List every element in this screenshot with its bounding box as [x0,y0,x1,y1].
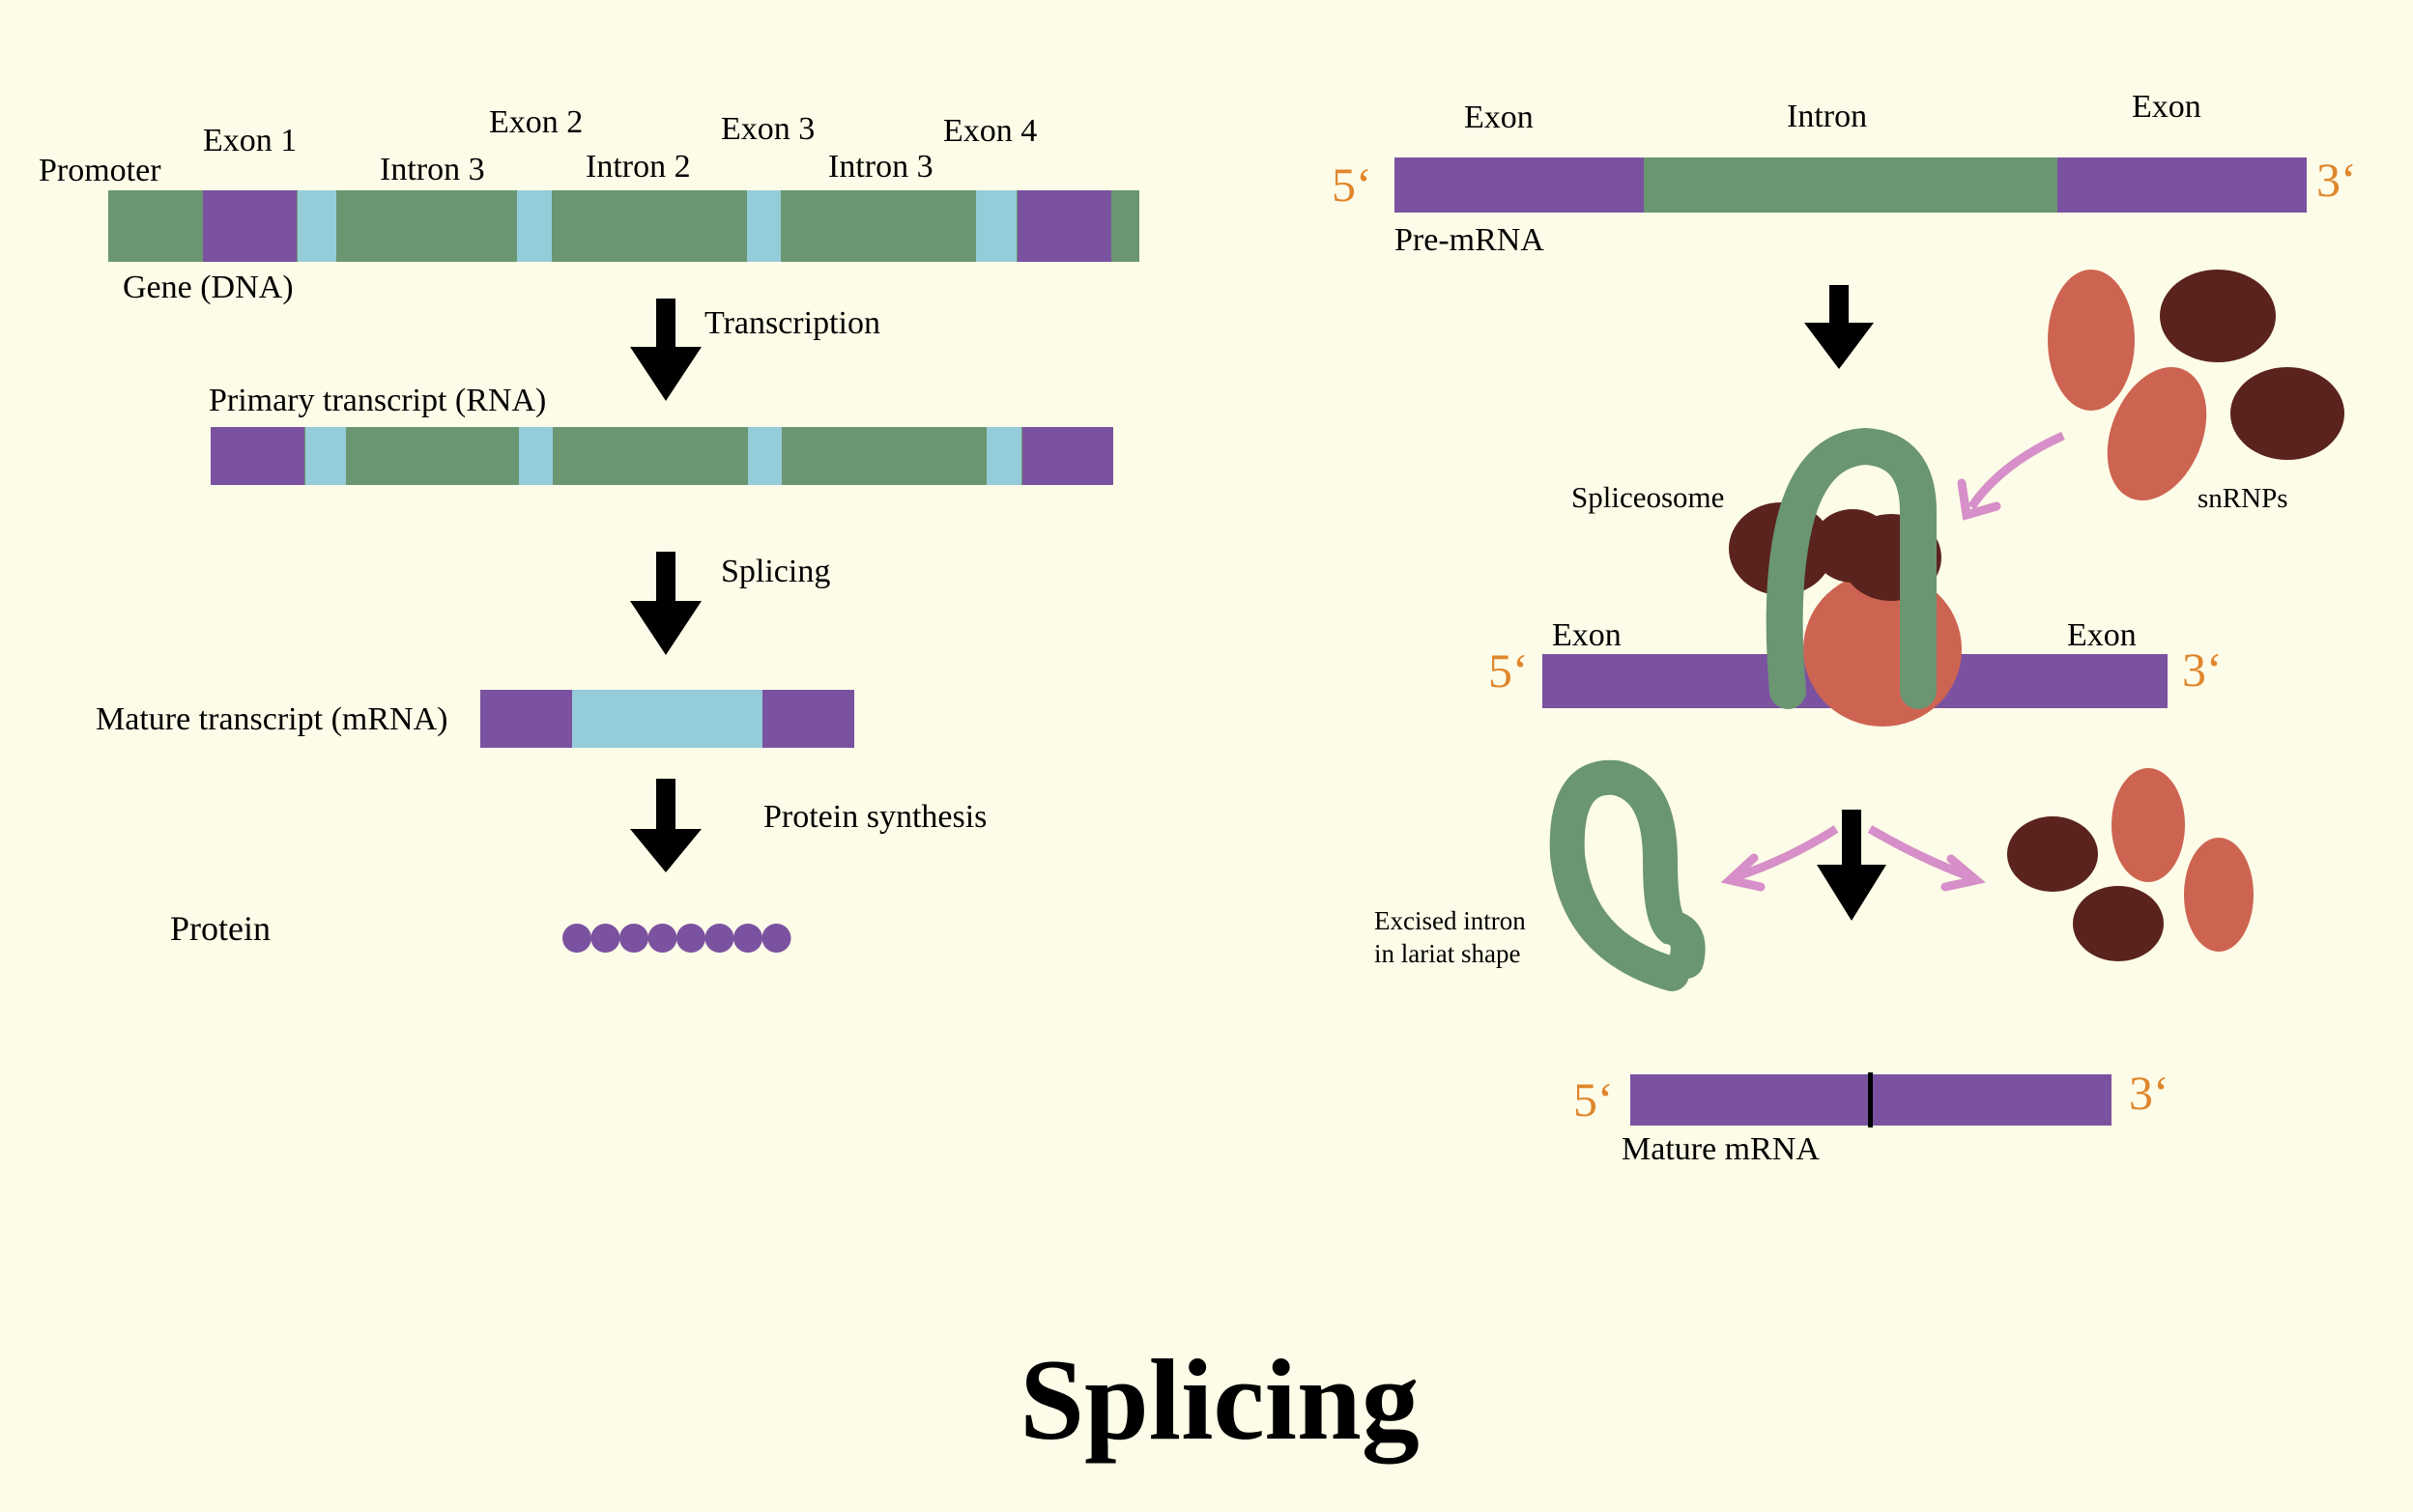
page-title: Splicing [1020,1335,1420,1465]
primary-exon-6 [1022,427,1113,485]
arrow-protein-synthesis [630,779,702,872]
pink-arrow-to-spliceosome [1957,431,2065,521]
label-intron-3-a: Intron 3 [380,152,485,187]
snrnp-1 [2048,270,2135,411]
spliceosome-loop [1766,427,1938,709]
label-pre-mrna: Pre-mRNA [1394,222,1544,258]
mature-exon-3 [762,690,854,748]
released-snrnp-2 [2111,768,2185,882]
label-three-prime-top: 3‘ [2316,153,2357,207]
left-panel: Promoter Exon 1 Intron 3 Exon 2 Intron 2… [39,104,1139,953]
primary-exon-1 [211,427,304,485]
label-exon-4: Exon 4 [943,113,1037,149]
protein-bead [590,924,620,953]
label-five-prime-mid: 5‘ [1488,643,1529,698]
label-promoter: Promoter [39,153,161,188]
snrnp-3 [2107,366,2207,501]
released-snrnp-3 [2073,886,2164,961]
gene-exon-3 [517,190,552,262]
primary-exon-5 [987,427,1021,485]
mature-exon-1 [480,690,572,748]
arrow-to-spliceosome [1804,285,1874,369]
label-protein: Protein [170,909,271,948]
mature-exon-2 [572,690,762,748]
protein-bead [647,924,677,953]
protein-bead [676,924,705,953]
label-primary-transcript: Primary transcript (RNA) [209,383,546,418]
mature-mrna-exon-left [1630,1074,1871,1126]
pre-mrna-exon-left [1394,157,1644,213]
label-three-prime-bottom: 3‘ [2129,1066,2169,1120]
pre-mrna-exon-right [2057,157,2307,213]
excised-intron-lariat [1549,759,1706,991]
gene-exon-6 [1018,190,1111,262]
label-exon-3: Exon 3 [721,111,815,147]
spliceosome [1542,427,2168,727]
primary-intron-base [211,427,1113,485]
primary-exon-4 [748,427,782,485]
right-panel: Exon Intron Exon 5‘ 3‘ Pre-mRNA snRNPs [1332,89,2357,1167]
label-protein-synthesis: Protein synthesis [763,799,987,835]
label-five-prime-top: 5‘ [1332,157,1372,212]
snrnp-2 [2160,270,2276,362]
gene-exon-2 [298,190,336,262]
arrow-to-mature-mrna [1817,810,1886,921]
label-exon-2: Exon 2 [489,104,583,140]
label-top-exon-left: Exon [1464,100,1534,135]
label-gene-dna: Gene (DNA) [123,270,294,305]
label-snrnps: snRNPs [2198,483,2288,514]
released-snrnps [2007,768,2254,961]
label-top-intron: Intron [1787,99,1867,134]
label-excised-intron-1: Excised intron [1374,906,1526,935]
gene-exon-1 [203,190,297,262]
protein-bead [733,924,762,953]
primary-exon-2 [305,427,346,485]
label-excised-intron-2: in lariat shape [1374,939,1520,968]
label-mid-exon-right: Exon [2067,617,2137,653]
gene-dna-bar [108,190,1139,262]
released-snrnp-1 [2007,816,2098,892]
gene-exon-4 [747,190,781,262]
label-exon-1: Exon 1 [203,123,297,158]
label-mature-transcript: Mature transcript (mRNA) [96,701,447,737]
arrow-transcription [630,299,702,401]
gene-exon-5 [976,190,1017,262]
mature-mrna-exon-right [1871,1074,2111,1126]
snrnps-cluster [2048,270,2344,501]
label-mid-exon-left: Exon [1552,617,1622,653]
primary-transcript-bar [211,427,1113,485]
protein-bead [704,924,734,953]
label-top-exon-right: Exon [2132,89,2201,125]
protein-bead [761,924,791,953]
label-mature-mrna: Mature mRNA [1622,1131,1820,1167]
label-spliceosome: Spliceosome [1571,480,1724,514]
protein-bead [562,924,591,953]
label-three-prime-mid: 3‘ [2182,642,2223,697]
protein-bead [619,924,648,953]
pre-mrna-intron [1644,157,2057,213]
protein-chain [562,924,791,953]
mature-mrna-junction [1868,1072,1873,1127]
snrnp-4 [2230,367,2344,460]
pre-mrna-bar [1394,157,2307,213]
arrow-splicing [630,552,702,655]
label-intron-3-b: Intron 3 [828,149,934,185]
mature-transcript-bar [480,690,854,748]
mature-mrna-bar [1630,1072,2111,1127]
label-intron-2: Intron 2 [586,149,691,185]
primary-exon-3 [519,427,553,485]
spliceosome-hinge [1812,509,1893,583]
label-splicing: Splicing [721,554,830,589]
label-five-prime-bottom: 5‘ [1573,1072,1614,1127]
pink-arrow-left [1720,825,1839,892]
pink-arrow-right [1867,825,1986,892]
label-transcription: Transcription [704,305,880,341]
released-snrnp-4 [2184,838,2254,952]
